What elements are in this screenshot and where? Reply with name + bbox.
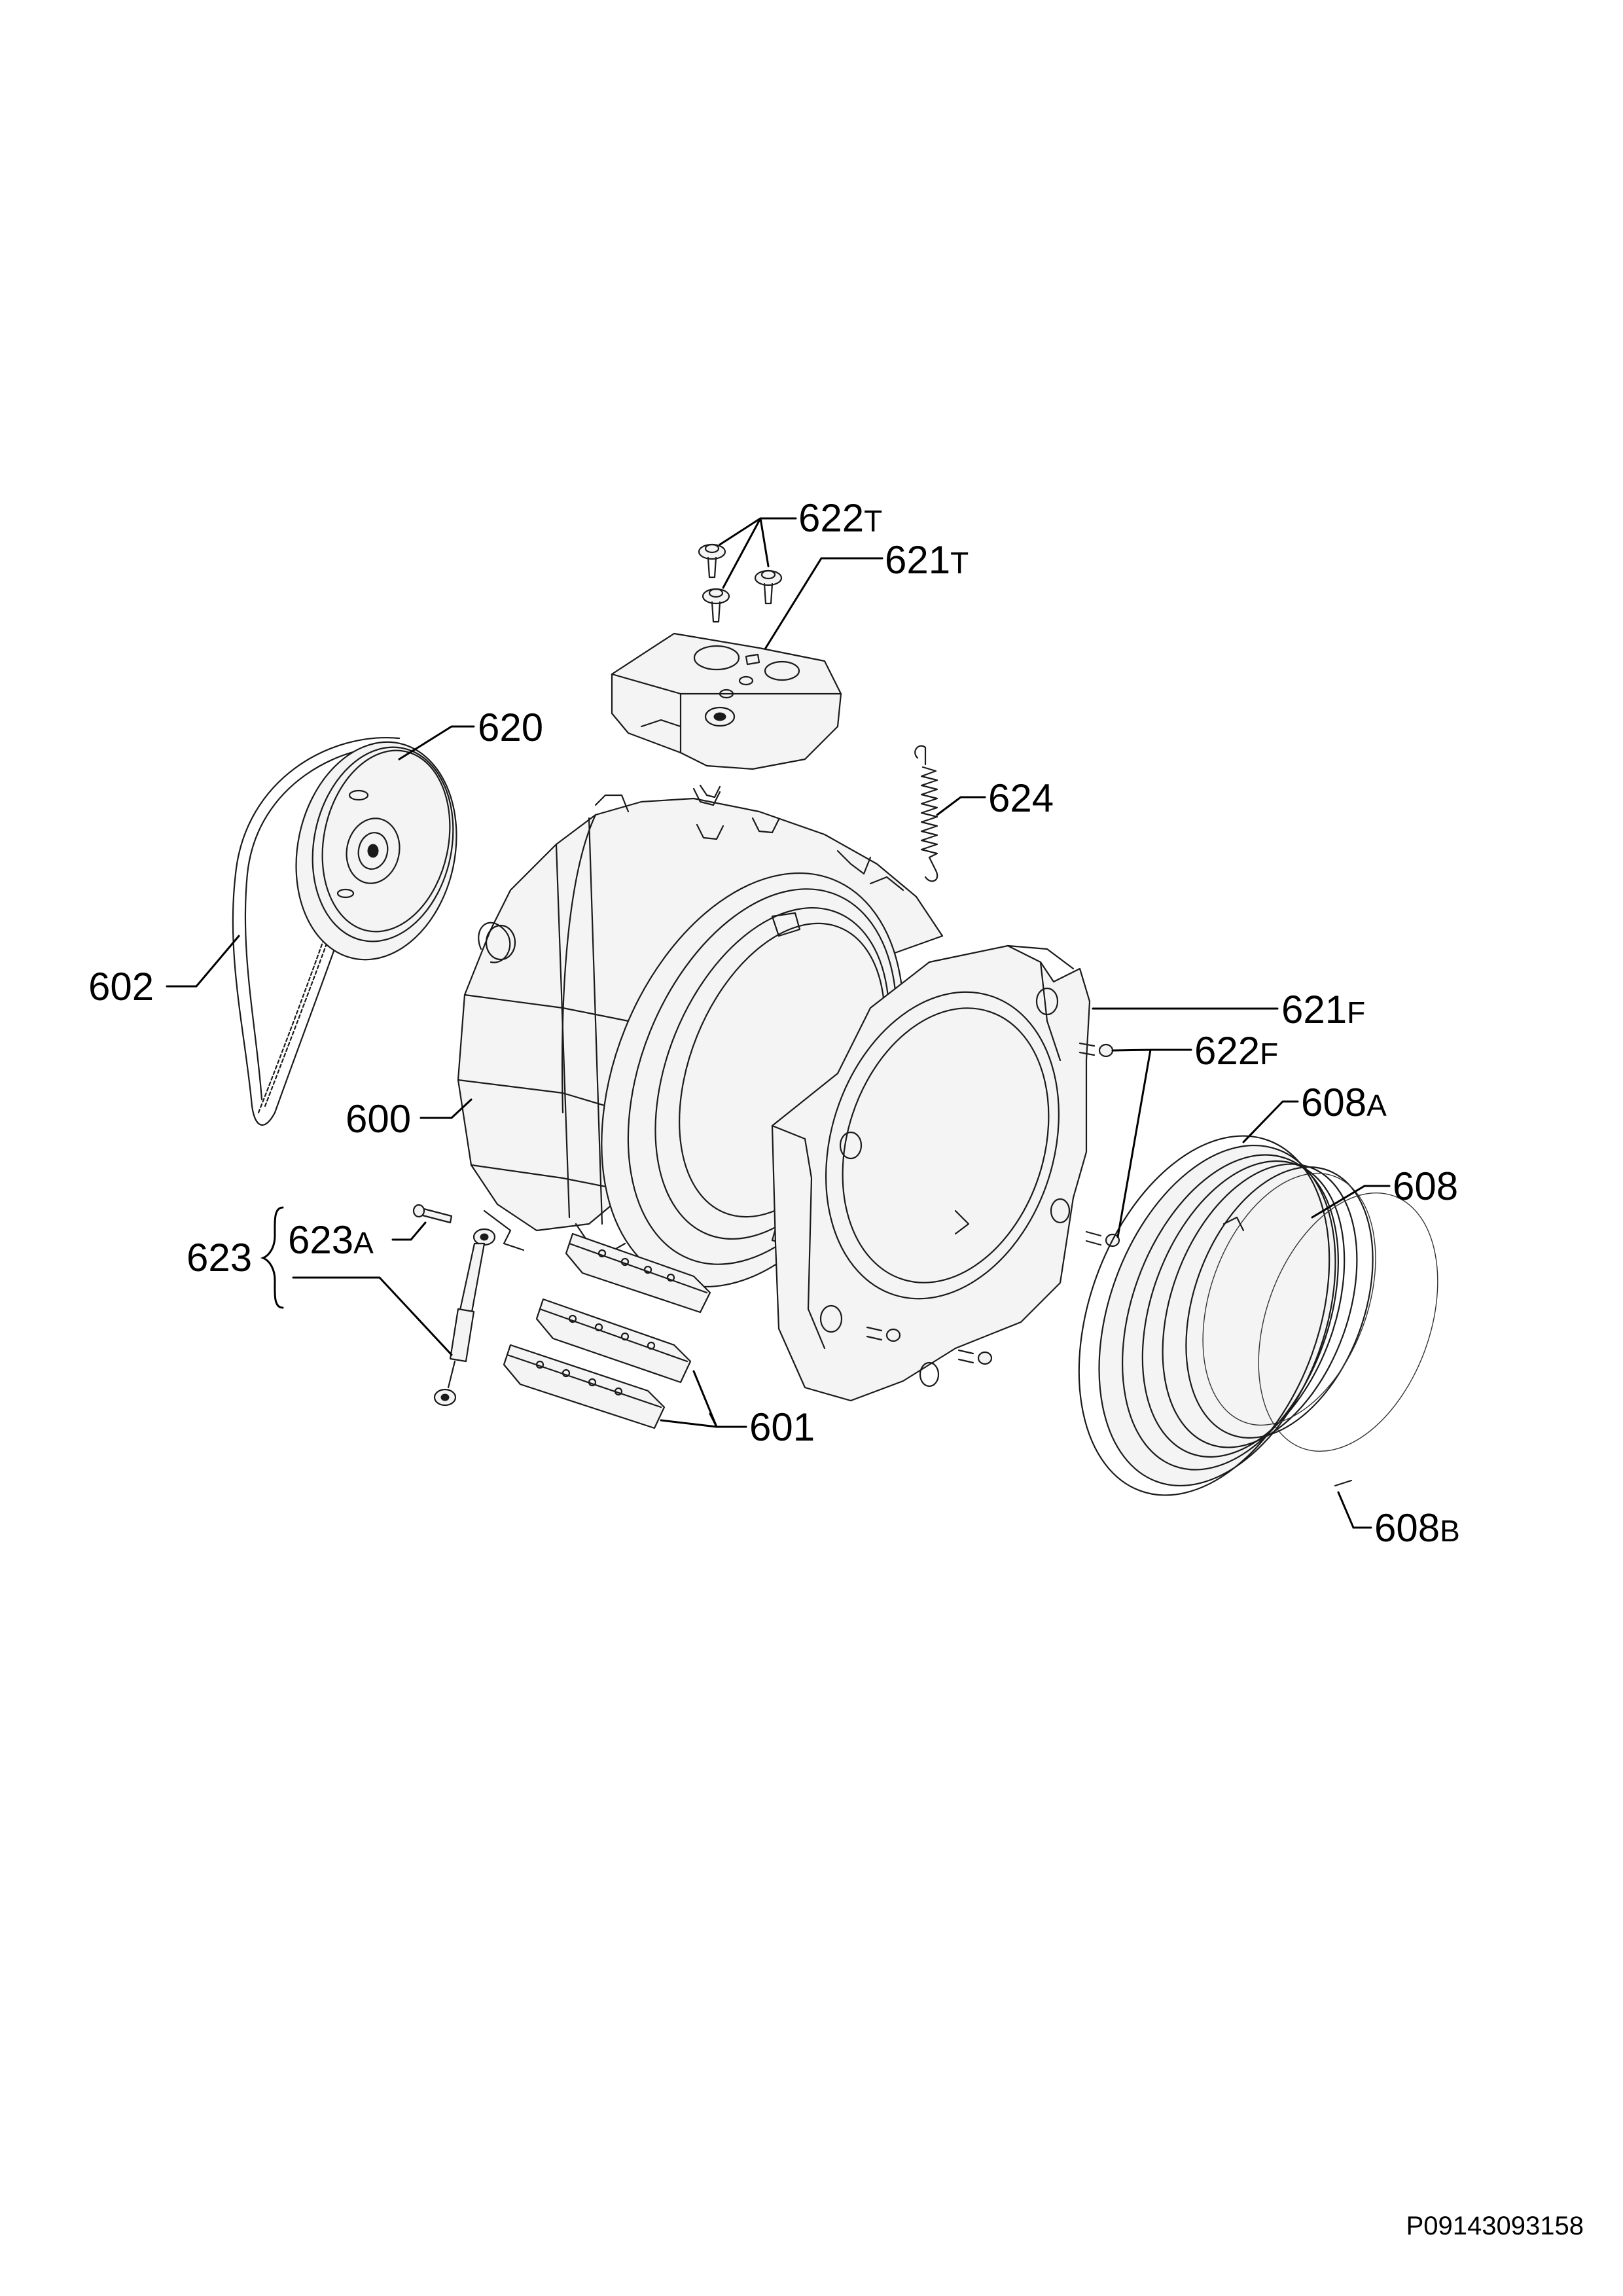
- leader-lines: [166, 517, 1391, 1529]
- front-counterweight-621f: [771, 944, 1091, 1402]
- callout-601: 601: [749, 1405, 815, 1449]
- shock-absorber-623: [433, 1228, 496, 1407]
- top-counterweight-621t: [611, 632, 842, 770]
- callout-608a: 608A: [1301, 1081, 1387, 1124]
- callout-623: 623: [187, 1236, 252, 1280]
- screw-622t-a: [698, 543, 726, 579]
- clamp-ring-608a: [1078, 1135, 1330, 1496]
- callout-622f: 622F: [1194, 1029, 1278, 1073]
- callout-608: 608: [1393, 1164, 1458, 1208]
- callout-621f: 621F: [1281, 988, 1365, 1031]
- document-code: P09143093158: [1406, 2212, 1584, 2240]
- drum-pulley-620: [295, 741, 457, 961]
- spring-624: [914, 745, 938, 882]
- screw-622t-c: [702, 588, 730, 623]
- callout-620: 620: [478, 706, 543, 749]
- drum-lifter-601-b: [535, 1298, 692, 1384]
- callout-600: 600: [346, 1097, 411, 1141]
- drum-lifter-601-a: [565, 1232, 711, 1314]
- callout-623a: 623A: [288, 1218, 374, 1262]
- wire-clamp-608b: [1258, 1192, 1438, 1487]
- callout-621t: 621T: [885, 538, 969, 582]
- drum-lifter-601-c: [503, 1344, 666, 1429]
- bracket-brace-623: [260, 1206, 284, 1309]
- callout-608b: 608B: [1374, 1506, 1460, 1550]
- screw-622f-c: [866, 1326, 901, 1342]
- screw-622f-a: [1079, 1042, 1114, 1058]
- screw-622f-b: [1085, 1230, 1120, 1247]
- door-seal-608: [1098, 1144, 1376, 1487]
- callout-622t: 622T: [798, 496, 882, 540]
- callout-624: 624: [988, 776, 1054, 820]
- pin-623a: [412, 1204, 453, 1224]
- callout-labels: 622T 621T 620 624 602 621F 622F 600 608A…: [88, 496, 1460, 1550]
- screw-622f-d: [957, 1349, 993, 1365]
- screw-622t-b: [754, 569, 783, 605]
- callout-602: 602: [88, 965, 154, 1009]
